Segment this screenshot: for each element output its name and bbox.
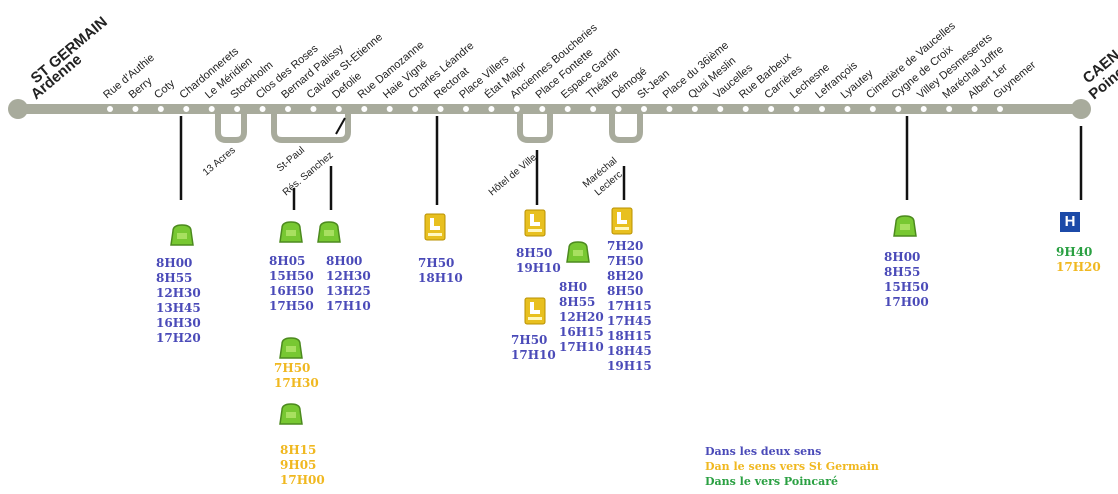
stop-dot[interactable] bbox=[463, 106, 469, 112]
schedule-vaucelles: 8H00 8H55 15H50 17H00 bbox=[884, 250, 929, 309]
bag-icon bbox=[279, 221, 303, 243]
legend-both: Dans les deux sens bbox=[705, 445, 822, 458]
stop-dot[interactable] bbox=[539, 106, 546, 112]
stop-dot[interactable] bbox=[768, 106, 775, 112]
school-icon bbox=[424, 213, 446, 241]
stop-dot[interactable] bbox=[335, 106, 342, 112]
stop-dot[interactable] bbox=[997, 106, 1003, 112]
branch-stop-label: 13 Acres bbox=[201, 145, 238, 178]
schedule-hotel-de-ville-1: 8H50 19H10 bbox=[516, 246, 561, 275]
main-line bbox=[18, 104, 1082, 114]
stop-dot[interactable] bbox=[437, 106, 444, 112]
school-icon bbox=[524, 297, 546, 325]
stop-dot[interactable] bbox=[869, 106, 876, 112]
schedule-hotel-de-ville-3: 8H0 8H55 12H20 16H15 17H10 bbox=[559, 280, 604, 354]
schedule-st-paul-stg-1: 7H50 17H30 bbox=[274, 361, 319, 390]
stop-label: Coty bbox=[152, 77, 177, 101]
schedule-sanchez: 8H00 12H30 13H25 17H10 bbox=[326, 254, 371, 313]
schedule-st-paul: 8H05 15H50 16H50 17H50 bbox=[269, 254, 314, 313]
branch-hotel-de-ville: Hôtel de Ville bbox=[487, 112, 553, 198]
schedule-rectorat: 7H50 18H10 bbox=[418, 256, 463, 285]
bag-icon bbox=[279, 337, 303, 359]
schedule-marechal-leclerc: 7H20 7H50 8H20 8H50 17H15 17H45 18H15 18… bbox=[607, 239, 652, 373]
stop-dot[interactable] bbox=[691, 106, 698, 112]
stop-dot[interactable] bbox=[615, 106, 622, 112]
stop-dot[interactable] bbox=[285, 106, 291, 112]
schedule-chardonnerets: 8H00 8H55 12H30 13H45 16H30 17H20 bbox=[156, 256, 201, 345]
bag-icon bbox=[317, 221, 341, 243]
connector-lines bbox=[179, 116, 1083, 210]
legend-stg: Dan le sens vers St Germain bbox=[705, 460, 879, 473]
branch-stop-label: St-Paul bbox=[275, 145, 307, 175]
stop-dot[interactable] bbox=[971, 106, 978, 112]
schedule-st-paul-stg-2: 8H15 9H05 17H00 bbox=[280, 443, 325, 487]
schedule-hotel-de-ville-2: 7H50 17H10 bbox=[511, 333, 556, 362]
stop-dot[interactable] bbox=[895, 106, 902, 112]
stop-dot[interactable] bbox=[132, 106, 139, 112]
stop-dot[interactable] bbox=[310, 106, 317, 112]
terminal-caen[interactable] bbox=[1071, 99, 1091, 119]
bag-icon bbox=[279, 403, 303, 425]
stop-dot[interactable] bbox=[412, 106, 419, 112]
hospital-icon: H bbox=[1060, 212, 1080, 232]
branch-stop-label: Hôtel de Ville bbox=[487, 152, 539, 198]
stop-dot[interactable] bbox=[183, 106, 190, 112]
stop-dot[interactable] bbox=[361, 106, 368, 112]
legend-poin: Dans le vers Poincaré bbox=[705, 475, 839, 488]
branch-st-paul: St-Paul Rés. Sanchez bbox=[271, 112, 351, 198]
stop-dot[interactable] bbox=[793, 106, 800, 112]
stop-dot[interactable] bbox=[157, 106, 164, 112]
schedule-poincare-poin: 9H40 bbox=[1056, 245, 1093, 259]
schedule-poincare-stg: 17H20 bbox=[1056, 260, 1101, 274]
stop-dot[interactable] bbox=[590, 106, 597, 112]
stop-dot[interactable] bbox=[234, 106, 241, 112]
stop-dot[interactable] bbox=[564, 106, 571, 112]
stop-dot[interactable] bbox=[946, 106, 953, 112]
school-icon bbox=[611, 207, 633, 235]
branch-marechal-leclerc: Maréchal Leclerc bbox=[581, 112, 643, 198]
stop-dot[interactable] bbox=[488, 106, 495, 112]
stop-dot[interactable] bbox=[386, 106, 393, 112]
stop-dot[interactable] bbox=[107, 106, 113, 112]
stop-dot[interactable] bbox=[844, 106, 851, 112]
stop-dot[interactable] bbox=[259, 106, 266, 112]
bag-icon bbox=[566, 241, 590, 263]
stop-dot[interactable] bbox=[513, 106, 520, 112]
bag-icon bbox=[893, 215, 917, 237]
stop-dot[interactable] bbox=[742, 106, 749, 112]
branch-13-acres: 13 Acres bbox=[201, 112, 247, 178]
stop-dot[interactable] bbox=[208, 106, 215, 112]
stop-dot[interactable] bbox=[819, 106, 825, 112]
stop-dot[interactable] bbox=[641, 106, 647, 112]
stop-dot[interactable] bbox=[717, 106, 724, 112]
terminal-st-germain[interactable] bbox=[8, 99, 28, 119]
legend: Dans les deux sens Dan le sens vers St G… bbox=[705, 444, 879, 489]
stop-dot[interactable] bbox=[920, 106, 927, 112]
stop-dot[interactable] bbox=[666, 106, 673, 112]
bag-icon bbox=[170, 224, 194, 246]
school-icon bbox=[524, 209, 546, 237]
